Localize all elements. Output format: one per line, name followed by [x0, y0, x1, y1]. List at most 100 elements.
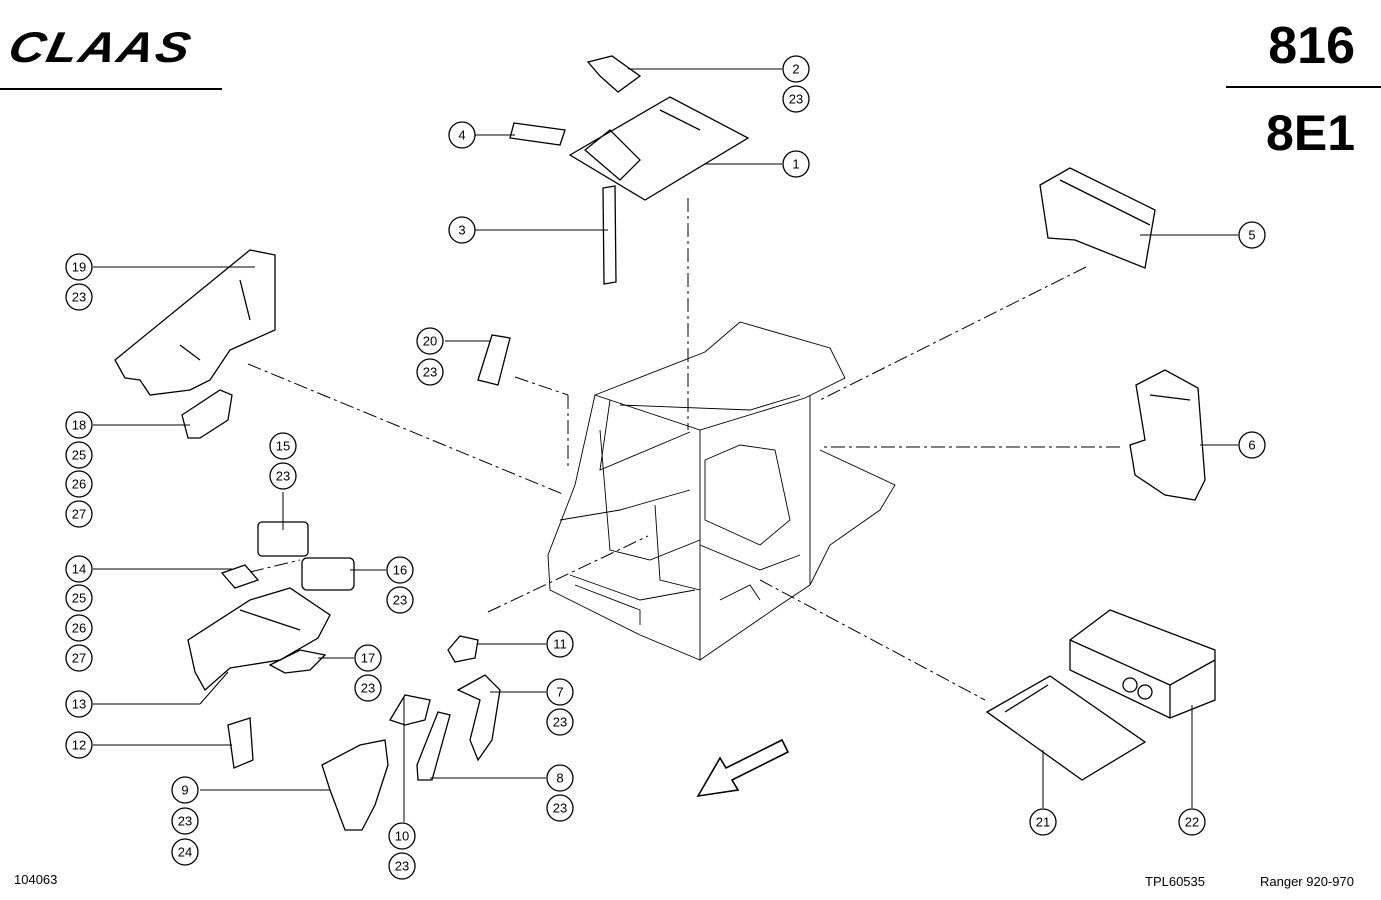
callout-label: 14 — [72, 562, 86, 577]
callout-18: 18 — [65, 411, 93, 439]
callout-circle — [388, 822, 416, 850]
part-11-clip — [447, 635, 479, 663]
callout-circle — [65, 584, 93, 612]
part-9-lower-panel — [321, 739, 389, 831]
callout-circle — [782, 55, 810, 83]
callout-label: 23 — [789, 92, 803, 107]
callout-circle — [269, 462, 297, 490]
callout-23: 23 — [65, 283, 93, 311]
callout-26: 26 — [65, 614, 93, 642]
part-2-bracket — [586, 55, 642, 93]
callout-label: 23 — [72, 290, 86, 305]
callout-label: 26 — [72, 477, 86, 492]
callout-12: 12 — [65, 731, 93, 759]
callout-22: 22 — [1178, 808, 1206, 836]
header-rule-right — [1226, 86, 1381, 88]
callout-label: 23 — [423, 365, 437, 380]
callout-label: 23 — [395, 859, 409, 874]
callout-circle — [65, 411, 93, 439]
callout-24: 24 — [171, 838, 199, 866]
callout-circle — [65, 690, 93, 718]
part-1-roof-liner — [568, 96, 750, 201]
callout-label: 23 — [276, 469, 290, 484]
callout-label: 18 — [72, 418, 86, 433]
callout-circle — [1178, 808, 1206, 836]
page-number: 816 — [1268, 17, 1355, 75]
callout-circle — [171, 776, 199, 804]
callout-19: 19 — [65, 253, 93, 281]
callout-label: 27 — [72, 507, 86, 522]
direction-arrow-icon — [696, 738, 790, 798]
callout-label: 3 — [458, 223, 465, 238]
section-code: 8E1 — [1266, 105, 1355, 161]
callout-circle — [354, 674, 382, 702]
callout-label: 4 — [458, 128, 465, 143]
callout-label: 5 — [1248, 228, 1255, 243]
part-13-console — [187, 587, 331, 692]
callout-25: 25 — [65, 441, 93, 469]
part-20-handle — [477, 334, 511, 386]
callout-circle — [1029, 808, 1057, 836]
callout-bubbles: 1223345672382392324102311121314252627152… — [65, 55, 1266, 880]
callout-23: 23 — [546, 794, 574, 822]
callout-13: 13 — [65, 690, 93, 718]
callout-circle — [388, 852, 416, 880]
callout-23: 23 — [386, 586, 414, 614]
callout-label: 13 — [72, 697, 86, 712]
part-18-bracket — [181, 389, 233, 439]
callout-circle — [65, 253, 93, 281]
callout-circle — [171, 807, 199, 835]
callout-circle — [448, 121, 476, 149]
callout-circle — [782, 85, 810, 113]
callout-label: 23 — [553, 801, 567, 816]
callout-circle — [546, 764, 574, 792]
callout-label: 23 — [178, 814, 192, 829]
part-19-side-panel — [114, 249, 276, 396]
callout-circle — [546, 630, 574, 658]
callout-circle — [782, 150, 810, 178]
callout-label: 25 — [72, 448, 86, 463]
callout-circle — [354, 644, 382, 672]
callout-25: 25 — [65, 584, 93, 612]
callout-23: 23 — [416, 358, 444, 386]
callout-4: 4 — [448, 121, 476, 149]
callout-circle — [546, 708, 574, 736]
callout-circle — [386, 586, 414, 614]
callout-circle — [269, 432, 297, 460]
callout-3: 3 — [448, 216, 476, 244]
callout-14: 14 — [65, 555, 93, 583]
callout-27: 27 — [65, 644, 93, 672]
callout-circle — [171, 838, 199, 866]
callout-label: 23 — [361, 681, 375, 696]
part-16-frame — [301, 557, 355, 591]
callout-label: 9 — [181, 783, 188, 798]
callout-circle — [448, 216, 476, 244]
part-17-cover — [268, 649, 327, 674]
callout-23: 23 — [546, 708, 574, 736]
callout-circle — [416, 358, 444, 386]
part-5-rear-panel — [1039, 167, 1156, 269]
callout-circle — [546, 794, 574, 822]
callout-circle — [1238, 221, 1266, 249]
callout-circle — [65, 731, 93, 759]
part-3-strip — [602, 185, 617, 285]
part-12-plate — [227, 717, 254, 769]
callout-label: 15 — [276, 439, 290, 454]
header-rule-left — [0, 88, 222, 90]
callout-27: 27 — [65, 500, 93, 528]
callout-circle — [65, 644, 93, 672]
callout-23: 23 — [171, 807, 199, 835]
part-4-strip — [509, 122, 566, 146]
callout-26: 26 — [65, 470, 93, 498]
callout-leaders — [93, 68, 1238, 822]
callout-label: 6 — [1248, 438, 1255, 453]
callout-circle — [1238, 431, 1266, 459]
part-22-hole-icon — [1137, 684, 1153, 700]
callout-2: 2 — [782, 55, 810, 83]
part-6-pillar-trim — [1129, 369, 1206, 501]
callout-circle — [65, 555, 93, 583]
callout-label: 8 — [556, 771, 563, 786]
callout-circle — [65, 441, 93, 469]
callout-circle — [546, 678, 574, 706]
